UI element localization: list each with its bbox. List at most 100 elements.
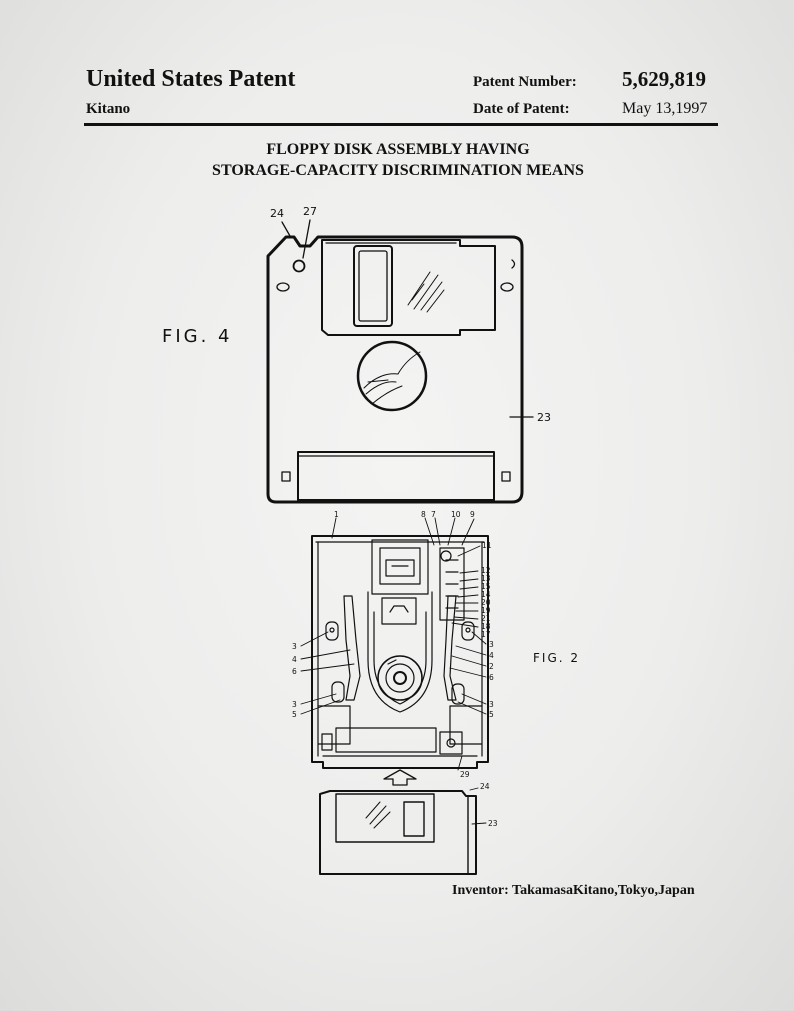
left-pin-upper: [325, 621, 339, 641]
ref-3-left-lower: 3: [292, 700, 297, 709]
eject-pivot: [446, 738, 456, 748]
ref-8: 8: [421, 510, 426, 519]
ref-11: 11: [482, 541, 492, 550]
ref-6-right: 6: [489, 673, 494, 682]
ref-7: 7: [431, 510, 436, 519]
eject-bar: [335, 727, 437, 753]
date-of-patent-value: May 13,1997: [622, 100, 708, 117]
shutter-hatching: [407, 271, 445, 313]
left-pin-lower: [331, 681, 345, 703]
ref-18: 18: [481, 622, 491, 631]
drive-frame: [311, 535, 489, 769]
fig4-floppy-disk: [266, 219, 534, 504]
ref-5-right: 5: [489, 710, 494, 719]
disk-outline: [266, 235, 524, 504]
document-title-line-1: FLOPPY DISK ASSEMBLY HAVING: [266, 141, 530, 158]
ref-24-fig2: 24: [480, 782, 490, 791]
ref-6-left: 6: [292, 667, 297, 676]
spindle-ring: [385, 663, 415, 693]
ref-5-left: 5: [292, 710, 297, 719]
right-lever: [443, 595, 457, 701]
fig2-inserted-disk: [319, 787, 487, 875]
hub-hatching: [363, 351, 421, 405]
shutter-window-inner: [358, 250, 388, 322]
ref-29: 29: [460, 770, 470, 779]
head-carriage-inner: [379, 547, 421, 585]
right-pin-upper: [461, 621, 475, 641]
left-lever: [343, 595, 361, 701]
fig2-label: FIG. 2: [533, 651, 580, 665]
ref-24-fig4: 24: [270, 207, 284, 220]
leader-27: [302, 219, 311, 259]
ref-9: 9: [470, 510, 475, 519]
inserted-disk-hatching: [365, 801, 391, 829]
right-pin-dot: [465, 627, 471, 633]
ref-2: 2: [489, 662, 494, 671]
ref-3-right-lower: 3: [489, 700, 494, 709]
spindle-guide: [367, 591, 433, 713]
right-pin-lower: [451, 683, 465, 705]
patent-header-title: United States Patent: [86, 66, 296, 92]
insertion-arrow-icon: [383, 769, 417, 786]
fig4-label: FIG. 4: [162, 326, 233, 347]
label-area: [297, 451, 495, 501]
left-rail: [317, 705, 351, 745]
ref-17: 17: [481, 630, 491, 639]
head-slider-notch: [389, 605, 409, 613]
inserted-disk-shutter: [335, 793, 435, 843]
leader-24: [281, 221, 291, 237]
ref-13: 13: [481, 574, 491, 583]
ref-21: 21: [481, 614, 491, 623]
ref-27-fig4: 27: [303, 205, 317, 218]
patent-number-label: Patent Number:: [473, 74, 577, 90]
inserted-disk-outline: [319, 790, 477, 875]
ref-15: 15: [481, 582, 491, 591]
corner-notch-right: [511, 259, 516, 269]
spindle-guide-inner: [373, 611, 427, 705]
corner-square-right: [501, 471, 511, 482]
head-carriage-detail: [385, 559, 415, 577]
write-protect-hole: [292, 259, 306, 273]
density-hole-left: [276, 282, 290, 292]
head-slider: [381, 597, 417, 625]
ref-19: 19: [481, 606, 491, 615]
shutter-window: [353, 245, 393, 327]
density-hole-right: [500, 282, 514, 292]
shutter-recess: [321, 239, 496, 336]
inventor-surname: Kitano: [86, 101, 131, 117]
ref-23-fig4: 23: [537, 411, 551, 424]
inserted-disk-window: [403, 801, 425, 837]
ref-3-right-upper: 3: [489, 640, 494, 649]
ref-12: 12: [481, 566, 491, 575]
spindle-hub: [393, 671, 407, 685]
fig2-drive-mechanism: [300, 517, 489, 771]
fig2-leaders: [300, 517, 487, 771]
eject-button-block: [439, 731, 463, 755]
leader-24-fig2: [469, 787, 479, 791]
corner-square-left: [281, 471, 291, 482]
spindle-drive-pin: [387, 659, 397, 665]
ref-1: 1: [334, 510, 339, 519]
document-title-line-2: STORAGE-CAPACITY DISCRIMINATION MEANS: [212, 162, 584, 179]
ref-23-fig2: 23: [488, 819, 498, 828]
right-rail: [449, 705, 483, 745]
ref-4-right: 4: [489, 651, 494, 660]
header-rule: [84, 123, 718, 126]
ref-20: 20: [481, 598, 491, 607]
patent-number-value: 5,629,819: [622, 67, 706, 91]
document-title: FLOPPY DISK ASSEMBLY HAVING STORAGE-CAPA…: [150, 139, 646, 181]
leader-23-fig2: [471, 822, 487, 825]
head-carriage: [371, 539, 429, 595]
sensor-roller: [440, 550, 452, 562]
spindle-motor: [377, 655, 423, 701]
ref-4-left: 4: [292, 655, 297, 664]
ref-10: 10: [451, 510, 461, 519]
inventor-credit: Inventor: TakamasaKitano,Tokyo,Japan: [452, 883, 695, 898]
hub-circle: [356, 340, 428, 412]
date-of-patent-label: Date of Patent:: [473, 101, 570, 117]
ref-3-left-upper: 3: [292, 642, 297, 651]
left-pin-dot: [329, 627, 335, 633]
ref-14: 14: [481, 590, 491, 599]
sensor-switch-block: [439, 547, 465, 621]
